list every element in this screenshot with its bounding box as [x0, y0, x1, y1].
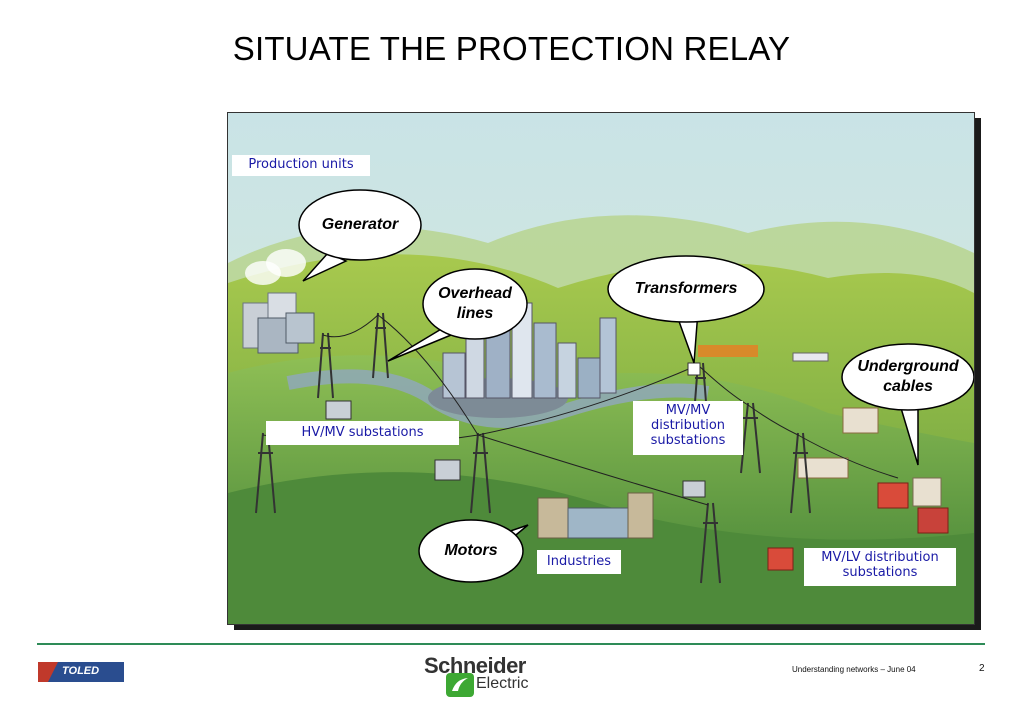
footer-divider: [37, 643, 985, 645]
motors-bubble: [418, 519, 529, 583]
mv-mv-label-line1: MV/MV: [665, 403, 711, 418]
slide-title: SITUATE THE PROTECTION RELAY: [232, 30, 791, 67]
overhead-lines-bubble: [387, 268, 528, 362]
underground-cables-bubble: [841, 343, 974, 466]
mv-mv-label-line3: substations: [650, 433, 726, 448]
schneider-logo-icon: [446, 673, 474, 697]
underground-line1: Underground: [857, 358, 959, 375]
motors-text: Motors: [444, 542, 498, 559]
generator-bubble: [298, 189, 422, 282]
underground-line2: cables: [883, 378, 933, 395]
overhead-lines-text: Overhead lines: [424, 284, 526, 324]
overhead-line1: Overhead: [438, 285, 512, 302]
footer-text: Understanding networks – June 04: [792, 665, 916, 674]
page-number: 2: [979, 663, 985, 674]
transformers-text: Transformers: [634, 280, 738, 297]
company-name: Schneider: [424, 653, 526, 678]
mv-lv-distribution-substations-label: MV/LV distribution substations: [804, 548, 956, 586]
underground-cables-text: Underground cables: [842, 357, 974, 397]
overhead-line2: lines: [456, 305, 494, 322]
network-illustration: Production units HV/MV substations MV/MV…: [227, 112, 975, 625]
toled-logo-text: TOLED: [62, 665, 100, 677]
toled-logo: [38, 662, 124, 682]
hv-mv-substations-label: HV/MV substations: [266, 421, 459, 445]
production-units-label: Production units: [232, 155, 370, 176]
industries-label: Industries: [537, 550, 621, 574]
mv-mv-distribution-substations-label: MV/MV distribution substations: [633, 401, 743, 455]
generator-text: Generator: [321, 216, 399, 233]
mv-lv-label-line2: substations: [842, 565, 918, 580]
company-name-electric: Electric: [476, 675, 529, 692]
transformers-bubble: [607, 255, 765, 364]
mv-lv-label-line1: MV/LV distribution: [821, 550, 939, 565]
mv-mv-label-line2: distribution: [650, 418, 726, 433]
